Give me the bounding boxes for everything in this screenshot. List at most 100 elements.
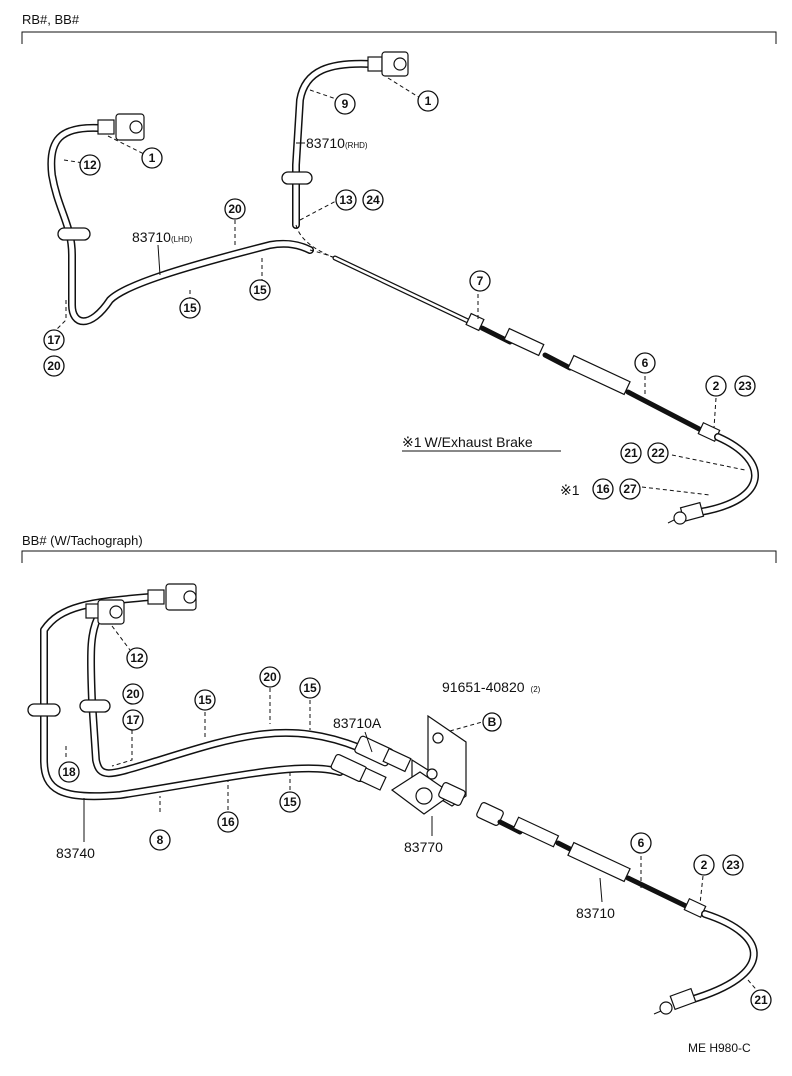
svg-text:15: 15	[198, 693, 212, 707]
part-number-83770: 83770	[404, 839, 443, 855]
svg-text:7: 7	[477, 274, 484, 288]
svg-text:21: 21	[754, 993, 768, 1007]
callout-12: 12	[79, 154, 101, 176]
callout-15: 15	[279, 791, 301, 813]
callout-23: 23	[722, 854, 744, 876]
part-number-83710a: 83710A	[333, 715, 382, 731]
grommet	[79, 699, 111, 713]
callout-20: 20	[122, 683, 144, 705]
callout-15: 15	[179, 297, 201, 319]
part-number-83740: 83740	[56, 845, 95, 861]
svg-text:15: 15	[283, 795, 297, 809]
callout-6: 6	[630, 832, 652, 854]
callout-B: B	[482, 712, 502, 732]
svg-text:23: 23	[738, 379, 752, 393]
callout-6: 6	[634, 352, 656, 374]
svg-text:2: 2	[713, 379, 720, 393]
svg-text:16: 16	[596, 482, 610, 496]
section-title-top: RB#, BB#	[22, 12, 80, 27]
callout-17: 17	[122, 709, 144, 731]
callout-15: 15	[249, 279, 271, 301]
note-ref-mark: ※1	[560, 482, 580, 498]
svg-text:15: 15	[253, 283, 267, 297]
grommet	[281, 171, 313, 185]
footer-code: ME H980-C	[688, 1041, 751, 1055]
svg-text:2: 2	[701, 858, 708, 872]
callout-20: 20	[43, 355, 65, 377]
svg-text:15: 15	[303, 681, 317, 695]
svg-text:20: 20	[263, 670, 277, 684]
callout-21: 21	[620, 442, 642, 464]
callout-20: 20	[224, 198, 246, 220]
svg-text:B: B	[488, 715, 497, 729]
callout-23: 23	[734, 375, 756, 397]
svg-text:23: 23	[726, 858, 740, 872]
callout-15: 15	[194, 689, 216, 711]
callout-13: 13	[335, 189, 357, 211]
top-cable-lhd	[47, 113, 314, 326]
callout-1: 1	[417, 90, 439, 112]
callout-22: 22	[647, 442, 669, 464]
svg-text:12: 12	[83, 158, 97, 172]
bottom-cable-83710a	[79, 599, 364, 778]
callout-20: 20	[259, 666, 281, 688]
section-frame-top: RB#, BB#	[21, 12, 777, 44]
grommet	[27, 703, 61, 717]
part-number-83710-lhd: 83710(LHD)	[132, 229, 193, 245]
top-main-cable	[332, 255, 759, 525]
callout-24: 24	[362, 189, 384, 211]
part-number-83710: 83710	[576, 905, 615, 921]
connector	[367, 56, 383, 72]
callout-21: 21	[750, 989, 772, 1011]
svg-text:24: 24	[366, 193, 380, 207]
svg-text:15: 15	[183, 301, 197, 315]
bottom-cable-83740	[27, 583, 344, 801]
callout-17: 17	[43, 329, 65, 351]
svg-text:27: 27	[623, 482, 637, 496]
callout-2: 2	[705, 375, 727, 397]
svg-text:6: 6	[642, 356, 649, 370]
svg-text:8: 8	[157, 833, 164, 847]
svg-text:20: 20	[228, 202, 242, 216]
callout-9: 9	[334, 93, 356, 115]
callout-12: 12	[126, 647, 148, 669]
connector	[97, 119, 115, 135]
bottom-connectors	[330, 735, 412, 791]
svg-text:21: 21	[624, 446, 638, 460]
callout-7: 7	[469, 270, 491, 292]
svg-text:22: 22	[651, 446, 665, 460]
bottom-main-cable	[476, 802, 758, 1015]
bracket-83770	[390, 714, 467, 815]
svg-text:16: 16	[221, 815, 235, 829]
section-title-bottom: BB# (W/Tachograph)	[22, 533, 143, 548]
svg-text:17: 17	[47, 333, 61, 347]
part-number-83710-rhd: 83710(RHD)	[306, 135, 368, 151]
svg-text:12: 12	[130, 651, 144, 665]
connector	[147, 589, 165, 605]
callout-2: 2	[693, 854, 715, 876]
callout-16: 16	[592, 478, 614, 500]
svg-text:17: 17	[126, 713, 140, 727]
bottom-labels: 83710A 91651-40820(2) 83770 83740 83710 …	[56, 625, 772, 1011]
svg-text:1: 1	[425, 94, 432, 108]
section-frame-bottom: BB# (W/Tachograph)	[21, 533, 777, 563]
svg-text:20: 20	[47, 359, 61, 373]
top-cable-rhd	[281, 51, 409, 259]
callout-27: 27	[619, 478, 641, 500]
svg-text:13: 13	[339, 193, 353, 207]
svg-text:20: 20	[126, 687, 140, 701]
callout-16: 16	[217, 811, 239, 833]
svg-text:1: 1	[149, 151, 156, 165]
svg-text:6: 6	[638, 836, 645, 850]
part-number-91651-40820: 91651-40820(2)	[442, 679, 541, 695]
callout-15: 15	[299, 677, 321, 699]
callout-18: 18	[58, 761, 80, 783]
svg-text:9: 9	[342, 97, 349, 111]
grommet	[57, 227, 91, 241]
svg-text:18: 18	[62, 765, 76, 779]
callout-1: 1	[141, 147, 163, 169]
callout-8: 8	[149, 829, 171, 851]
